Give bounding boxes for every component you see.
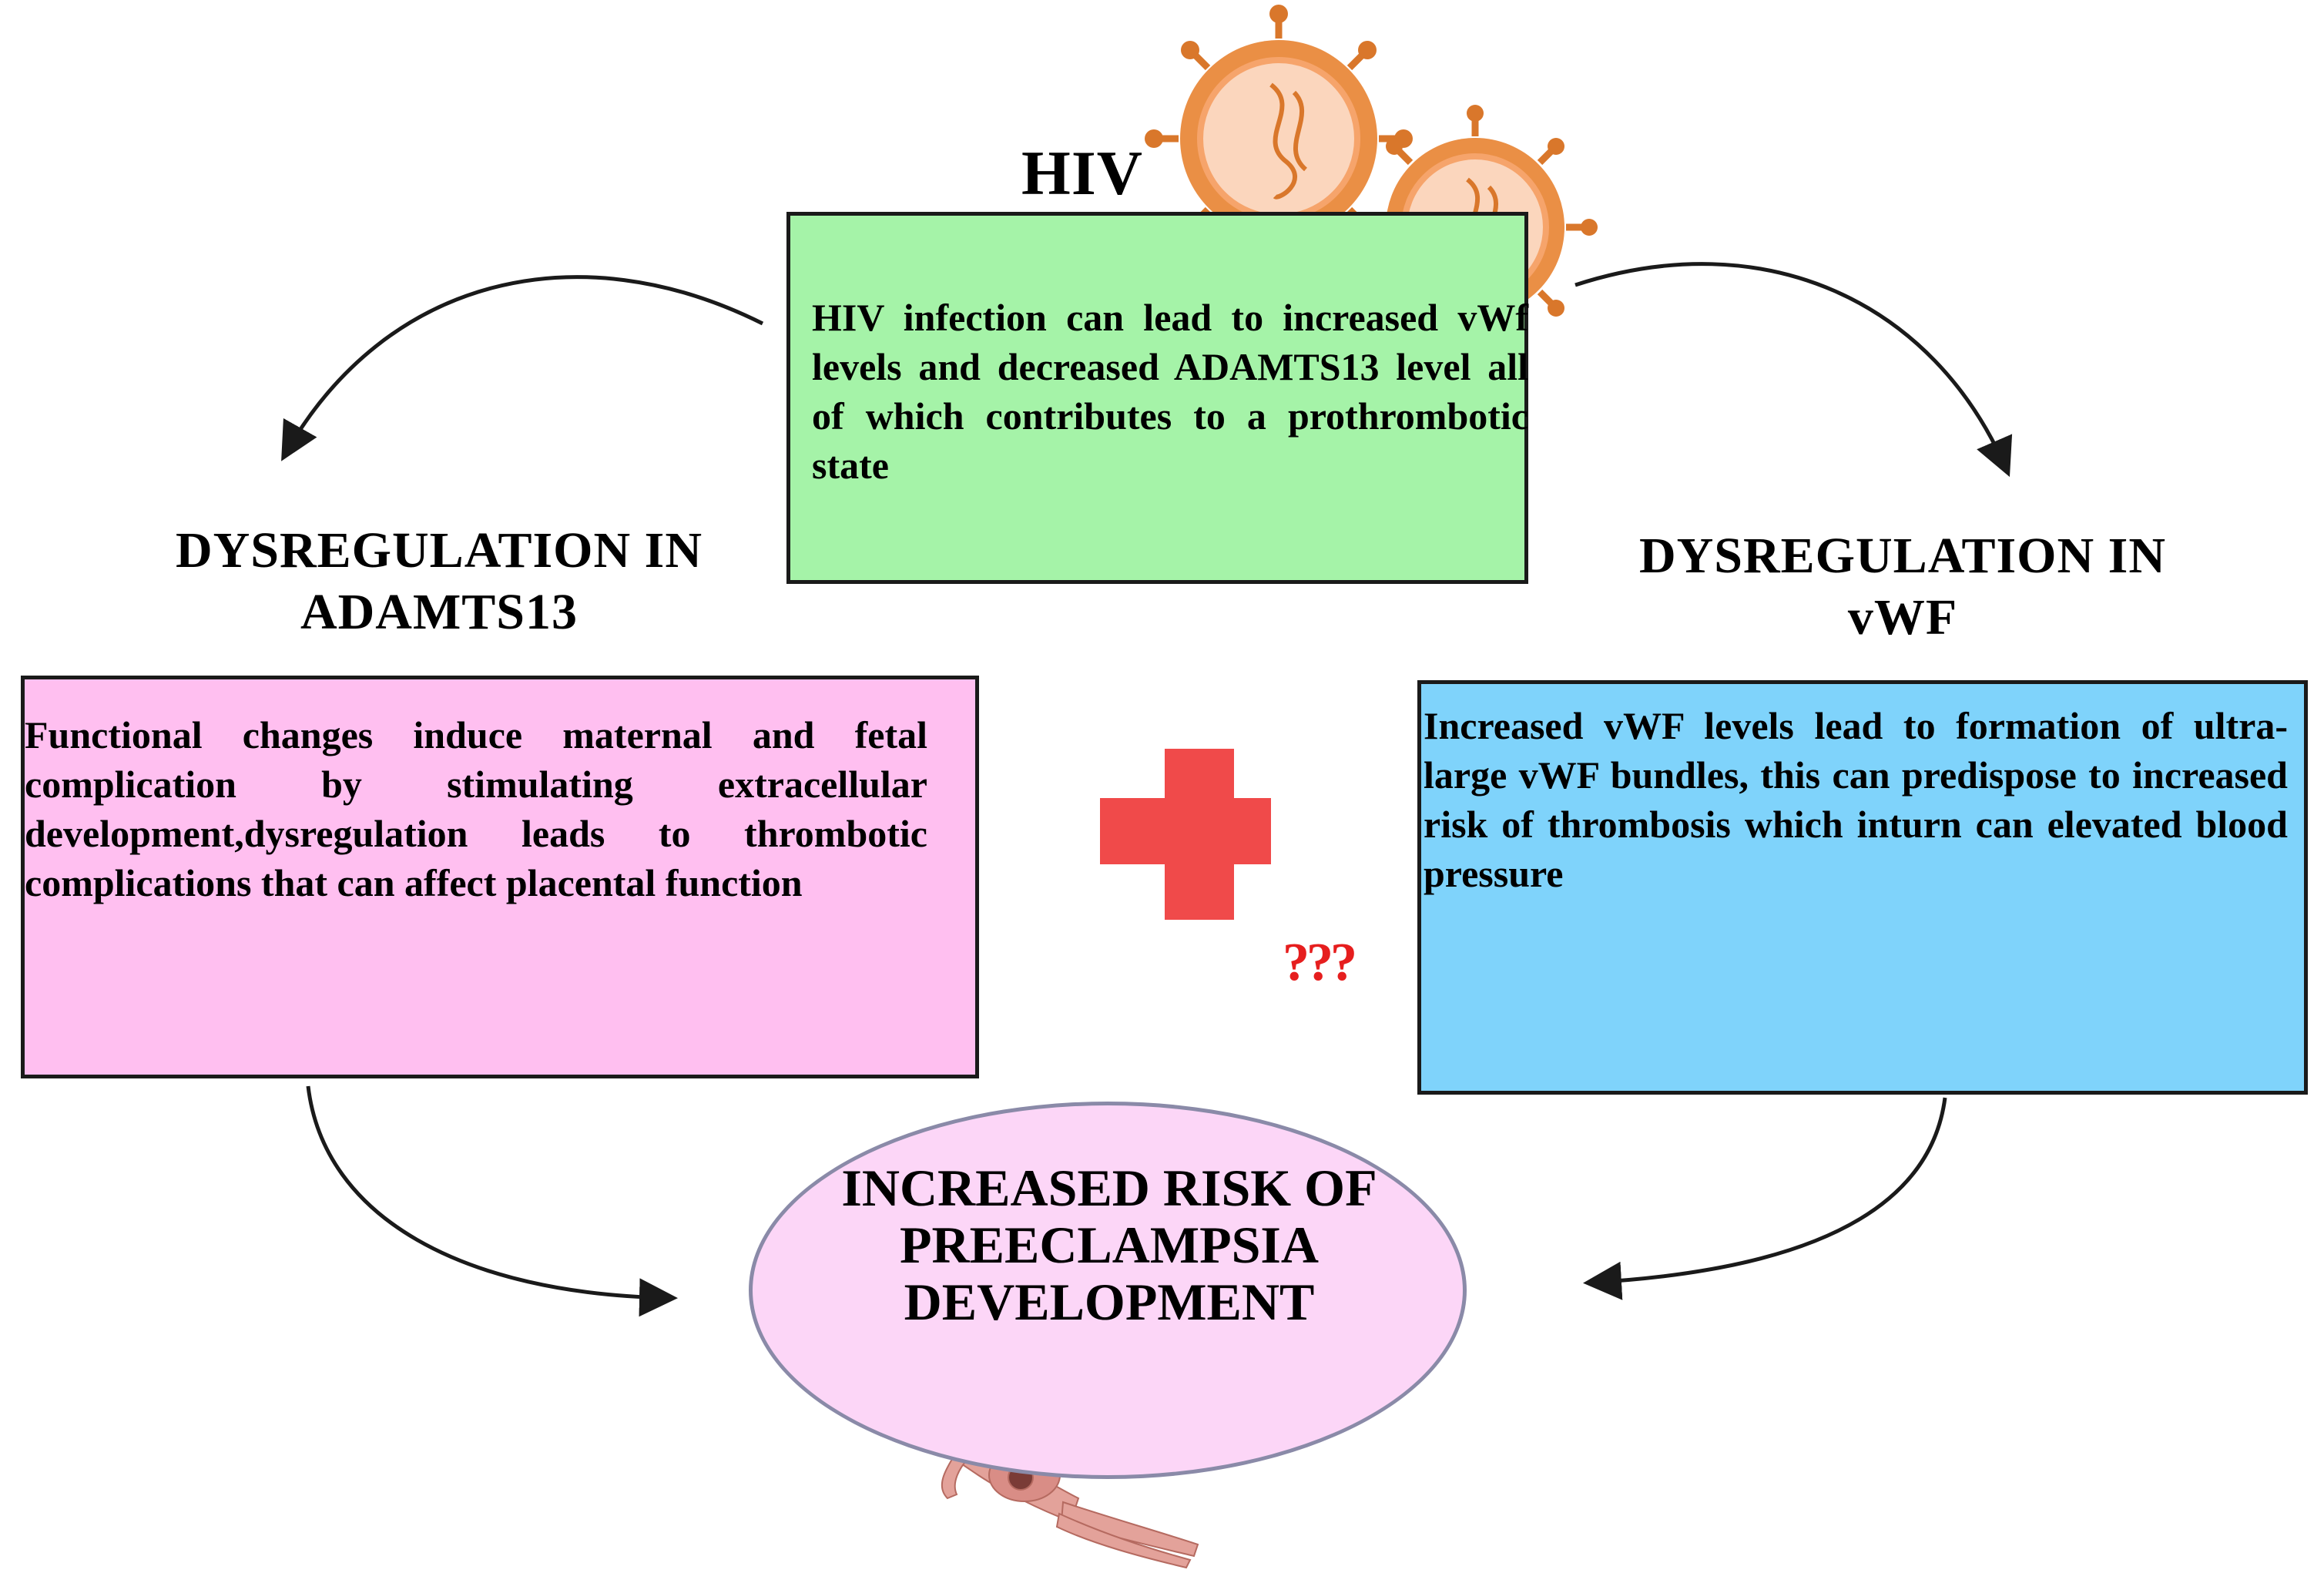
- adamts13-description: Functional changes induce maternal and f…: [25, 713, 927, 904]
- outcome-text: INCREASED RISK OF PREECLAMPSIA DEVELOPME…: [841, 1159, 1377, 1331]
- outcome-ellipse: [749, 1102, 1467, 1479]
- hiv-title: HIV: [1021, 138, 1143, 208]
- question-marks: ???: [1283, 933, 1357, 992]
- adamts13-box: [21, 676, 979, 1078]
- hiv-description: HIV infection can lead to increased vWf …: [812, 296, 1528, 487]
- vwf-heading: DYSREGULATION IN vWF: [1638, 528, 2167, 646]
- vwf-description: Increased vWF levels lead to formation o…: [1424, 704, 2288, 895]
- arrow-hiv-to-adamts13: [281, 275, 764, 461]
- arrow-vwf-to-outcome: [1583, 1097, 1947, 1300]
- virus-icon: [1145, 5, 1413, 273]
- adamts13-heading: DYSREGULATION IN ADAMTS13: [175, 522, 703, 640]
- vwf-box: [1417, 680, 2308, 1095]
- arrow-hiv-to-vwf: [1574, 262, 2013, 478]
- hiv-box: [786, 212, 1528, 584]
- arrow-adamts13-to-outcome: [306, 1085, 678, 1317]
- plus-icon: [1100, 749, 1271, 920]
